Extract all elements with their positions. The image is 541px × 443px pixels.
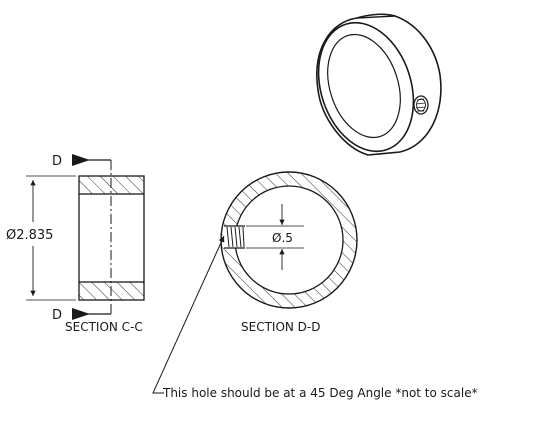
section-marker-bottom: D — [52, 308, 62, 323]
note-leader — [152, 235, 225, 394]
section-marker-top: D — [52, 154, 62, 169]
angle-note: This hole should be at a 45 Deg Angle *n… — [162, 386, 478, 400]
set-screw-hole-icon — [413, 95, 429, 115]
section-dd-title: SECTION D-D — [241, 320, 321, 334]
section-cc-title: SECTION C-C — [65, 320, 143, 334]
hole-diameter-dimension: Ø.5 — [272, 231, 293, 245]
threaded-hole-section — [223, 225, 245, 249]
section-cc-view — [26, 154, 145, 320]
outer-diameter-dimension: Ø2.835 — [6, 228, 53, 243]
isometric-view-collar — [316, 13, 442, 156]
